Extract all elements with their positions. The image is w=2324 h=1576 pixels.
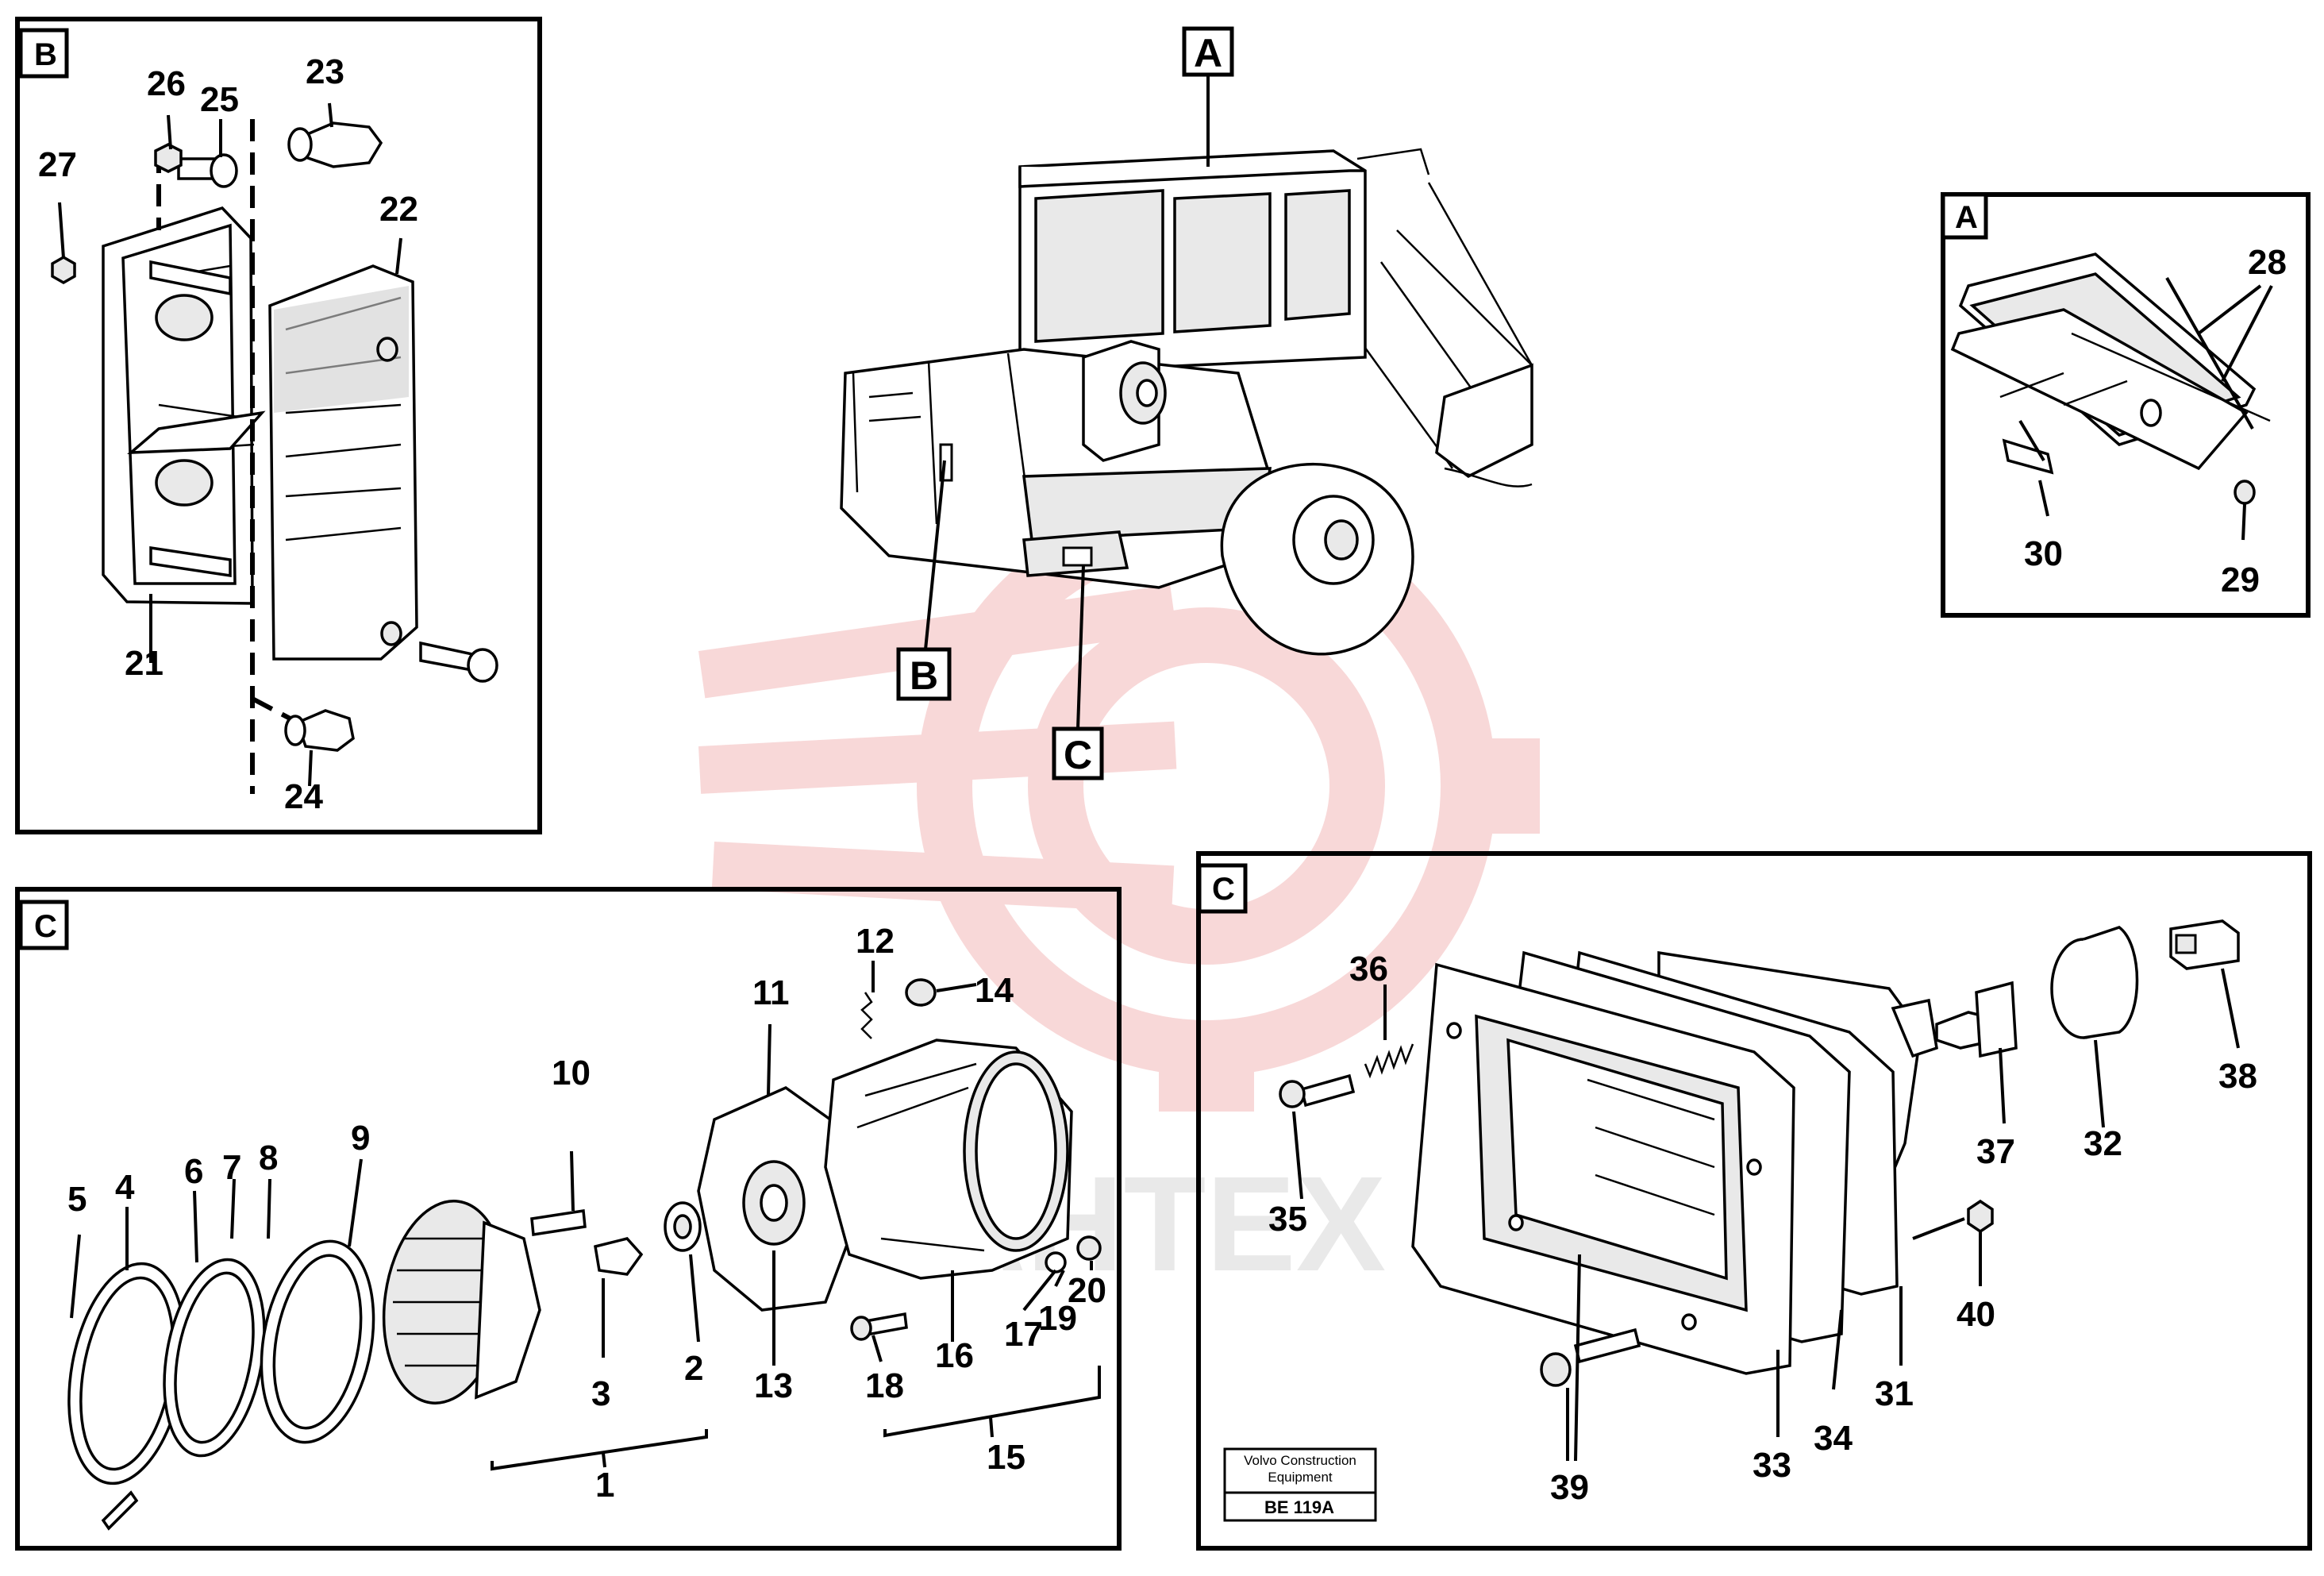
callout-34: 34 [1814,1419,1853,1458]
reference-box-line1: Volvo Construction [1244,1453,1356,1468]
callout-33: 33 [1753,1446,1791,1485]
reference-box-line2: Equipment [1268,1470,1333,1485]
callout-31: 31 [1875,1374,1914,1413]
callout-22: 22 [379,190,418,229]
callout-29: 29 [2221,561,2260,599]
callout-38: 38 [2218,1057,2257,1096]
callout-14: 14 [975,971,1014,1010]
callout-20: 20 [1068,1271,1106,1310]
callout-2: 2 [684,1349,703,1388]
callout-26: 26 [147,64,186,103]
callout-13: 13 [754,1366,793,1405]
panel-c-right-tag: C [1212,872,1235,907]
panel-c-left: C [15,887,1122,1551]
panel-b-tag: B [34,37,57,72]
callout-5: 5 [67,1180,87,1219]
callout-37: 37 [1976,1132,2015,1171]
callout-25: 25 [200,80,239,119]
reference-box-code: BE 119A [1264,1497,1334,1517]
callout-36: 36 [1349,950,1388,988]
callout-40: 40 [1957,1295,1995,1334]
panel-a-tag: A [1955,200,1978,235]
callout-28: 28 [2248,243,2287,282]
callout-8: 8 [259,1139,278,1177]
machine-tag-b: B [910,653,938,698]
callout-21: 21 [125,644,164,683]
callout-16: 16 [935,1336,974,1375]
panel-b: B 26 25 23 2 [15,17,542,834]
machine-illustration: A B C [840,26,1533,780]
callout-4: 4 [115,1168,135,1207]
callout-24: 24 [284,777,323,816]
machine-tag-a: A [1194,31,1222,75]
reference-box: Volvo Construction Equipment BE 119A [1223,1447,1377,1522]
callout-39: 39 [1550,1468,1589,1507]
callout-7: 7 [222,1148,241,1187]
callout-17: 17 [1004,1315,1043,1354]
callout-19: 19 [1038,1299,1077,1338]
callout-3: 3 [591,1374,610,1413]
callout-32: 32 [2084,1124,2122,1163]
callout-27: 27 [38,145,77,184]
callout-23: 23 [306,52,344,91]
panel-c-right: C 36 [1196,851,2312,1551]
callout-12: 12 [856,922,895,961]
panel-c-left-tag: C [34,909,57,944]
callout-9: 9 [351,1119,370,1158]
callout-10: 10 [552,1054,591,1092]
callout-6: 6 [184,1152,203,1191]
callout-18: 18 [865,1366,904,1405]
callout-15: 15 [987,1438,1025,1477]
panel-a: A 28 30 29 [1941,192,2311,618]
callout-30: 30 [2024,534,2063,573]
machine-tag-c: C [1064,733,1092,777]
callout-35: 35 [1268,1200,1307,1239]
callout-11: 11 [752,973,790,1012]
callout-1: 1 [595,1466,614,1505]
